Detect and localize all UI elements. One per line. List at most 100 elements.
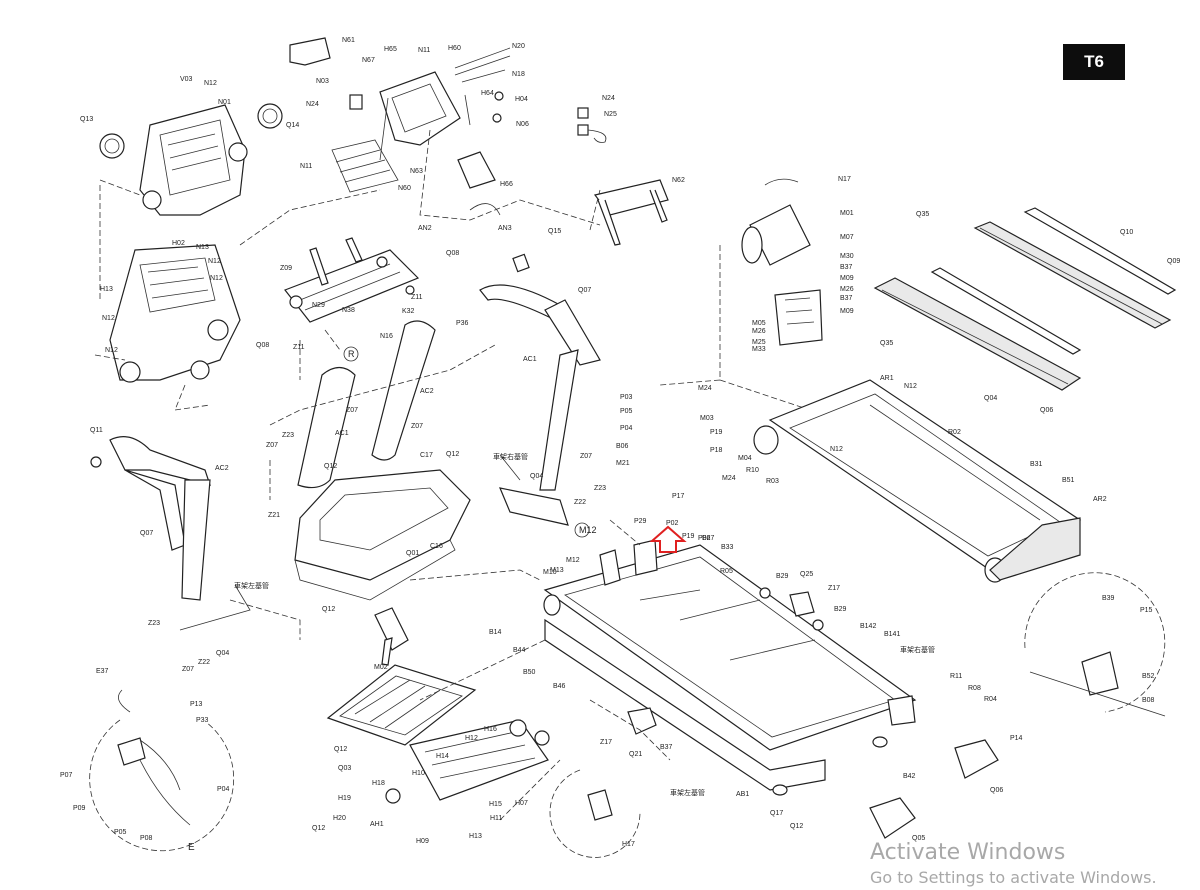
part-label-ac1: AC1 — [335, 430, 349, 437]
part-label-h16: H16 — [484, 726, 497, 733]
watermark-line-2: Go to Settings to activate Windows. — [870, 868, 1157, 888]
part-label-b51: B51 — [1062, 477, 1075, 484]
part-label-k32: K32 — [402, 308, 415, 315]
part-label-p05: P05 — [114, 829, 127, 836]
part-label-n12: N12 — [210, 275, 223, 282]
part-label-r03: R03 — [766, 478, 779, 485]
part-label-r02: R02 — [948, 429, 961, 436]
part-label-q35: Q35 — [916, 211, 929, 218]
part-label-h13: H13 — [469, 833, 482, 840]
part-label-n01: N01 — [218, 99, 231, 106]
circled-letter-r: R — [348, 349, 355, 359]
drive-motor — [659, 178, 823, 411]
part-label-ar1: AR1 — [880, 375, 894, 382]
part-label-n13: N13 — [196, 244, 209, 251]
part-label-c16: C16 — [430, 543, 443, 550]
part-label-p05: P05 — [620, 408, 633, 415]
part-label-b33: B33 — [721, 544, 734, 551]
windows-activation-watermark: Activate Windows Go to Settings to activ… — [870, 840, 1157, 888]
part-label-h20: H20 — [333, 815, 346, 822]
part-label-p19: P19 — [710, 429, 723, 436]
part-label-h18: H18 — [372, 780, 385, 787]
part-label-h10: H10 — [412, 770, 425, 777]
part-label-m10: M10 — [543, 569, 557, 576]
part-label-b50: B50 — [523, 669, 536, 676]
part-label-q12: Q12 — [324, 463, 337, 470]
part-label-q35: Q35 — [880, 340, 893, 347]
part-label-p03: P03 — [620, 394, 633, 401]
cn-label-3: 車架左基管 — [234, 581, 269, 590]
part-label-n11: N11 — [418, 47, 430, 54]
circled-letter-e: M12 — [579, 525, 597, 535]
part-label-c17: C17 — [420, 452, 433, 459]
part-label-h13: H13 — [100, 286, 113, 293]
part-label-b31: B31 — [1030, 461, 1043, 468]
part-label-p14: P14 — [1010, 735, 1023, 742]
model-label: T6 — [1084, 52, 1104, 71]
part-label-n16: N16 — [380, 333, 393, 340]
part-label-p06: P06 — [698, 535, 711, 542]
part-label-an2: AN2 — [418, 225, 432, 232]
part-label-n62: N62 — [672, 177, 685, 184]
part-label-q04: Q04 — [216, 650, 229, 657]
part-label-b39: B39 — [1102, 595, 1115, 602]
part-label-p33: P33 — [196, 717, 209, 724]
part-label-n24: N24 — [602, 95, 615, 102]
part-label-z07: Z07 — [346, 407, 358, 414]
part-label-v03: V03 — [180, 76, 193, 83]
part-label-n20: N20 — [512, 43, 525, 50]
watermark-line-1: Activate Windows — [870, 840, 1066, 865]
part-label-z07: Z07 — [411, 423, 423, 430]
part-label-q17: Q17 — [770, 810, 783, 817]
part-label-z23: Z23 — [594, 485, 606, 492]
part-label-h07: H07 — [515, 800, 528, 807]
part-label-b06: B06 — [616, 443, 629, 450]
cn-label-2: 車架右基管 — [900, 645, 935, 654]
part-label-m05: M05 — [752, 320, 766, 327]
part-label-q06: Q06 — [1040, 407, 1053, 414]
part-label-b37: B37 — [840, 264, 853, 271]
part-label-z22: Z22 — [198, 659, 210, 666]
part-label-z23: Z23 — [148, 620, 160, 627]
leader-lines — [179, 344, 671, 821]
part-label-h12: H12 — [465, 735, 478, 742]
detail-views — [89, 572, 1166, 858]
elevation-assembly — [326, 607, 657, 804]
part-label-z11: Z11 — [411, 294, 423, 301]
part-label-b27: B27 — [702, 535, 715, 542]
part-label-n29: N29 — [312, 302, 325, 309]
part-label-h09: H09 — [416, 838, 429, 845]
part-label-n12: N12 — [830, 446, 843, 453]
detail-label-e: E — [188, 842, 195, 853]
part-label-ar2: AR2 — [1093, 496, 1107, 503]
part-label-n12: N12 — [204, 80, 217, 87]
part-label-n11: N11 — [300, 163, 312, 170]
part-label-q25: Q25 — [800, 571, 813, 578]
part-label-p09: P09 — [73, 805, 86, 812]
part-label-n12: N12 — [102, 315, 115, 322]
part-label-m01: M01 — [840, 210, 854, 217]
part-label-n63: N63 — [410, 168, 423, 175]
part-label-q08: Q08 — [256, 342, 269, 349]
part-label-h65: H65 — [384, 46, 397, 53]
model-badge: T6 — [1063, 44, 1125, 80]
part-label-p19: P19 — [682, 533, 695, 540]
part-label-p18: P18 — [710, 447, 723, 454]
part-label-z11: Z11 — [293, 344, 305, 351]
part-label-b29: B29 — [776, 573, 789, 580]
part-label-q11: Q11 — [90, 427, 103, 434]
part-label-n24: N24 — [306, 101, 319, 108]
part-label-p17: P17 — [672, 493, 685, 500]
part-label-z22: Z22 — [574, 499, 586, 506]
part-label-h11: H11 — [490, 815, 502, 822]
part-label-z07: Z07 — [580, 453, 592, 460]
part-label-ah1: AH1 — [370, 821, 384, 828]
part-label-h60: H60 — [448, 45, 461, 52]
part-label-m26: M26 — [752, 328, 766, 335]
part-label-m04: M04 — [738, 455, 752, 462]
part-label-q10: Q10 — [1120, 229, 1133, 236]
part-label-q03: Q03 — [338, 765, 351, 772]
part-label-h64: H64 — [481, 90, 494, 97]
part-label-n12: N12 — [208, 258, 221, 265]
part-label-q12: Q12 — [312, 825, 325, 832]
